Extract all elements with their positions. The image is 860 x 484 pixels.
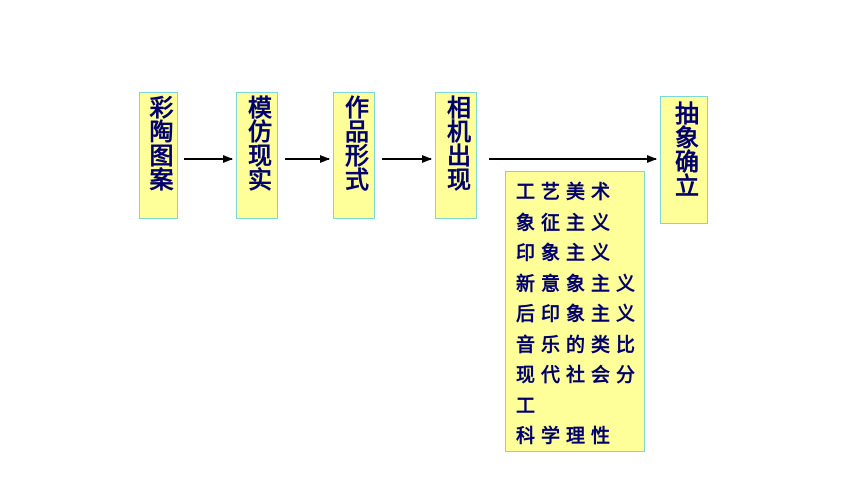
cause-item-post-impressionism: 后印象主义: [516, 303, 642, 325]
cause-item-modern-society-division: 现代社会分: [516, 364, 642, 386]
flow-step-abstraction-established: 抽象确立: [660, 96, 708, 224]
cause-item-music-analogy: 音乐的类比: [516, 333, 642, 356]
cause-item-neo-impressionism: 新意象主义: [516, 272, 642, 295]
cause-item-symbolism: 象征主义: [516, 211, 617, 234]
flow-step-camera-appears: 相机出现: [435, 92, 477, 219]
flow-step-imitate-reality: 模仿现实: [236, 92, 278, 219]
cause-item-arts-crafts: 工艺美术: [516, 181, 617, 203]
cause-item-modern-society-division-cont: 工: [516, 394, 542, 417]
cause-item-scientific-rationality: 科学理性: [516, 425, 617, 447]
causes-list-box: 工艺美术 象征主义 印象主义 新意象主义 后印象主义 音乐的类比 现代社会分 工…: [505, 171, 645, 452]
cause-item-impressionism: 印象主义: [516, 242, 617, 264]
flow-step-painted-pottery: 彩陶图案: [139, 92, 178, 219]
flow-step-work-form: 作品形式: [333, 92, 375, 219]
